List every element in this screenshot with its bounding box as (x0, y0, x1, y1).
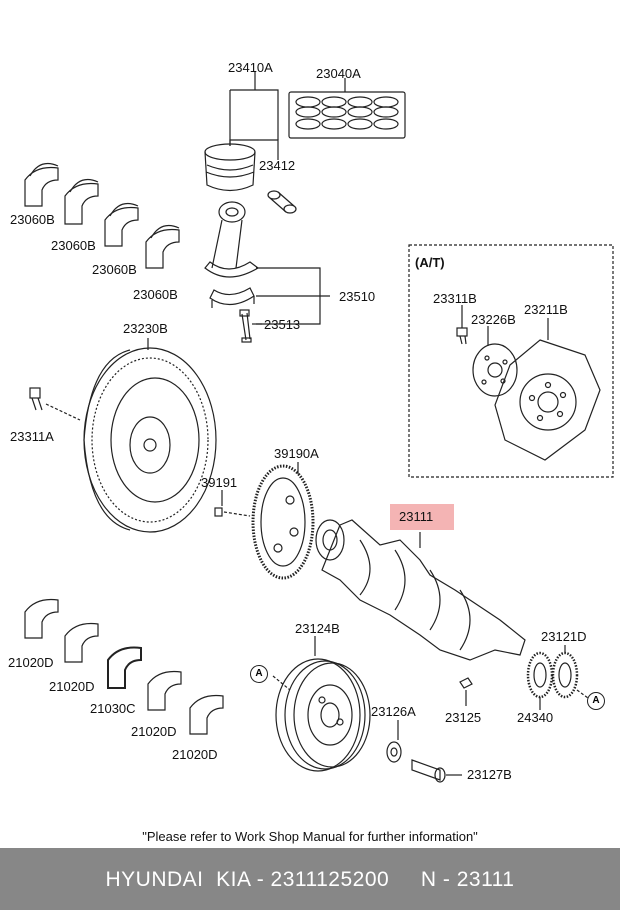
highlight-23111: 23111 (390, 504, 454, 530)
washer-23126a-icon (386, 741, 402, 763)
at-option-box (408, 244, 614, 478)
parts-diagram: 23111 23410A 23040A 23412 23060B 23060B … (8, 60, 614, 783)
label-23111: 23111 (399, 509, 434, 524)
rod-bolt-icon (239, 309, 252, 343)
label-23412: 23412 (259, 158, 296, 173)
bearing-shell-21020d-1 (24, 598, 59, 639)
reference-a-right: A (587, 692, 605, 710)
label-23127b: 23127B (467, 767, 512, 782)
label-21020d-4: 21020D (172, 747, 218, 762)
workshop-note: "Please refer to Work Shop Manual for fu… (142, 829, 478, 844)
bearing-shell-23060b-1 (24, 163, 59, 207)
flexplate-icon (494, 339, 601, 461)
label-23060b-3: 23060B (92, 262, 137, 277)
label-23121d: 23121D (541, 629, 587, 644)
label-39191: 39191 (201, 475, 238, 490)
label-24340: 24340 (517, 710, 554, 725)
label-23226b: 23226B (471, 312, 516, 327)
label-39190a: 39190A (274, 446, 319, 461)
bearing-shell-23060b-3 (104, 203, 139, 247)
crank-gear-24340-icon (526, 651, 554, 699)
diagram-drawing (24, 72, 614, 783)
label-23513: 23513 (264, 317, 301, 332)
label-at: (A/T) (415, 255, 445, 270)
dowel-pin-icon (214, 507, 223, 517)
piston-pin-icon (267, 190, 297, 214)
label-23125: 23125 (445, 710, 482, 725)
bearing-shell-21020d-2 (64, 622, 99, 663)
label-23510: 23510 (339, 289, 376, 304)
label-23126a: 23126A (371, 704, 416, 719)
damper-pulley-icon (275, 658, 371, 772)
bearing-shell-21030c (107, 646, 142, 689)
bearing-shell-21020d-3 (147, 670, 182, 711)
label-23060b-1: 23060B (10, 212, 55, 227)
label-23230b: 23230B (123, 321, 168, 336)
label-21020d-1: 21020D (8, 655, 54, 670)
bolt-23311a-icon (29, 387, 43, 411)
label-23311b: 23311B (433, 291, 477, 306)
crankshaft-icon (315, 519, 526, 661)
label-23060b-4: 23060B (133, 287, 178, 302)
label-23311a: 23311A (10, 429, 54, 444)
pulley-bolt-icon (411, 759, 446, 783)
label-23410a: 23410A (228, 60, 273, 75)
bearing-shell-23060b-2 (64, 179, 99, 225)
label-23060b-2: 23060B (51, 238, 96, 253)
reference-a-left: A (250, 665, 268, 683)
footer-part-number: HYUNDAI KIA - 2311125200 N - 23111 (105, 868, 515, 891)
crank-gear-23121d-icon (551, 651, 579, 699)
piston-rings-icon (288, 91, 406, 139)
adapter-plate-icon (472, 343, 518, 397)
label-21030c: 21030C (90, 701, 136, 716)
label-23040a: 23040A (316, 66, 361, 81)
bearing-shell-23060b-4 (145, 225, 180, 269)
label-23211b: 23211B (524, 302, 568, 317)
bolt-23311b-icon (456, 327, 468, 345)
footer-bar: HYUNDAI KIA - 2311125200 N - 23111 (0, 848, 620, 910)
connecting-rod-icon (204, 201, 260, 308)
label-21020d-2: 21020D (49, 679, 95, 694)
ring-gear-icon (251, 464, 315, 580)
bearing-shell-21020d-4 (189, 694, 224, 735)
key-23125-icon (459, 677, 473, 689)
label-21020d-3: 21020D (131, 724, 177, 739)
flywheel-icon (83, 347, 217, 533)
label-23124b: 23124B (295, 621, 340, 636)
